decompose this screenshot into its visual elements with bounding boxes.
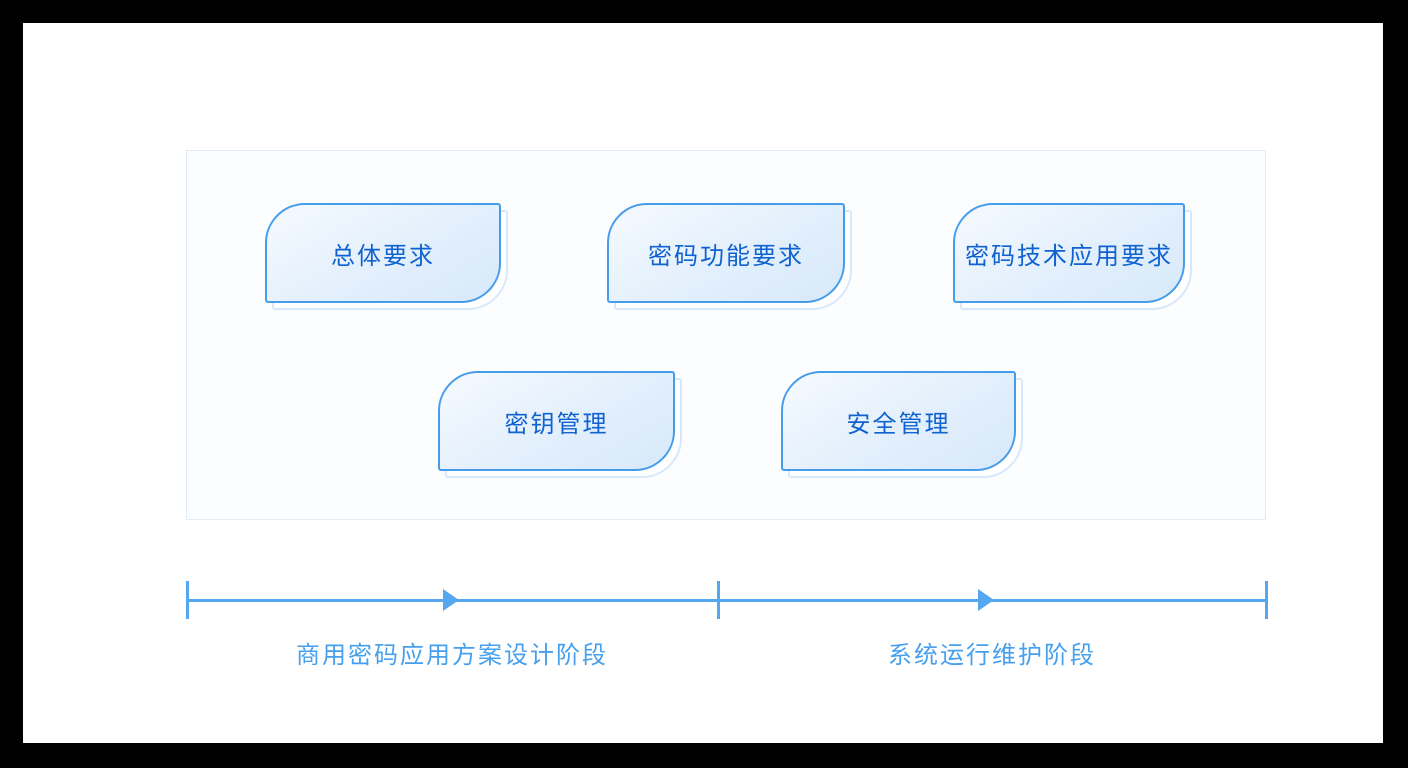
requirement-box-security-management: 安全管理 xyxy=(781,371,1023,478)
box-face: 密码功能要求 xyxy=(607,203,845,303)
requirement-box-overall: 总体要求 xyxy=(265,203,508,310)
timeline-line xyxy=(186,599,1268,602)
phase-label-operation-stage: 系统运行维护阶段 xyxy=(888,642,1096,669)
arrow-right-icon xyxy=(443,589,459,611)
box-face: 密钥管理 xyxy=(438,371,675,471)
requirement-box-label: 安全管理 xyxy=(846,410,951,438)
phase-label-design-stage: 商用密码应用方案设计阶段 xyxy=(296,642,608,669)
screen-background: 总体要求 密码功能要求 密码技术应用要求 密钥管理 安全管理 xyxy=(23,23,1383,743)
requirement-box-crypto-function: 密码功能要求 xyxy=(607,203,852,310)
box-face: 总体要求 xyxy=(265,203,501,303)
arrow-right-icon xyxy=(978,589,994,611)
box-face: 安全管理 xyxy=(781,371,1016,471)
requirement-box-label: 密码功能要求 xyxy=(648,242,804,270)
timeline-tick-middle xyxy=(717,581,720,619)
requirement-box-label: 总体要求 xyxy=(331,242,435,270)
requirement-box-crypto-tech-application: 密码技术应用要求 xyxy=(953,203,1192,310)
box-face: 密码技术应用要求 xyxy=(953,203,1185,303)
requirement-box-label: 密钥管理 xyxy=(504,410,609,438)
requirement-box-label: 密码技术应用要求 xyxy=(965,242,1173,270)
requirement-box-key-management: 密钥管理 xyxy=(438,371,682,478)
timeline-tick-end xyxy=(1265,581,1268,619)
timeline-tick-start xyxy=(186,581,189,619)
